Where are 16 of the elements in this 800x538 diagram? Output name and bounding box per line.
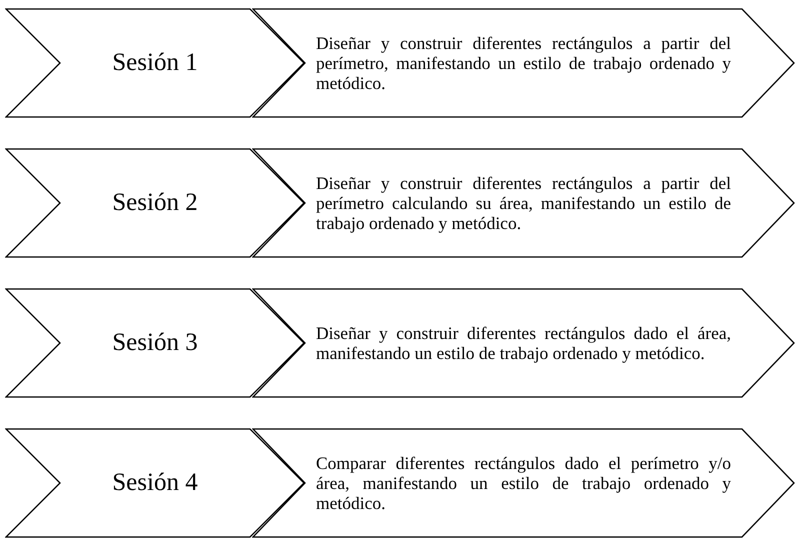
chevron-shape [5, 8, 305, 118]
session-description: Diseñar y construir diferentes rectángulos dado el área, manifestando un estilo de trabajo ordenado y metódico. [316, 323, 731, 363]
chevron-shape [252, 288, 795, 398]
chevron-shape [5, 148, 305, 258]
session-label: Sesión 3 [111, 329, 199, 357]
chevron-shape [5, 428, 305, 538]
session-description: Diseñar y construir diferentes rectángulos a partir del perímetro calculando su área, manifestando un estilo de trabajo ordenado y metódico. [316, 173, 731, 233]
chevron-shape [5, 288, 305, 398]
session-label: Sesión 4 [111, 469, 199, 497]
session-description: Comparar diferentes rectángulos dado el perímetro y/o área, manifestando un estilo de trabajo ordenado y metódico. [316, 453, 731, 513]
chevron-shape [252, 8, 795, 118]
session-label: Sesión 2 [111, 189, 199, 217]
session-description: Diseñar y construir diferentes rectángulos a partir del perímetro, manifestando un estilo de trabajo ordenado y metódico. [316, 33, 731, 93]
session-label: Sesión 1 [111, 49, 199, 77]
chevron-shape [252, 428, 795, 538]
chevron-shape [252, 148, 795, 258]
